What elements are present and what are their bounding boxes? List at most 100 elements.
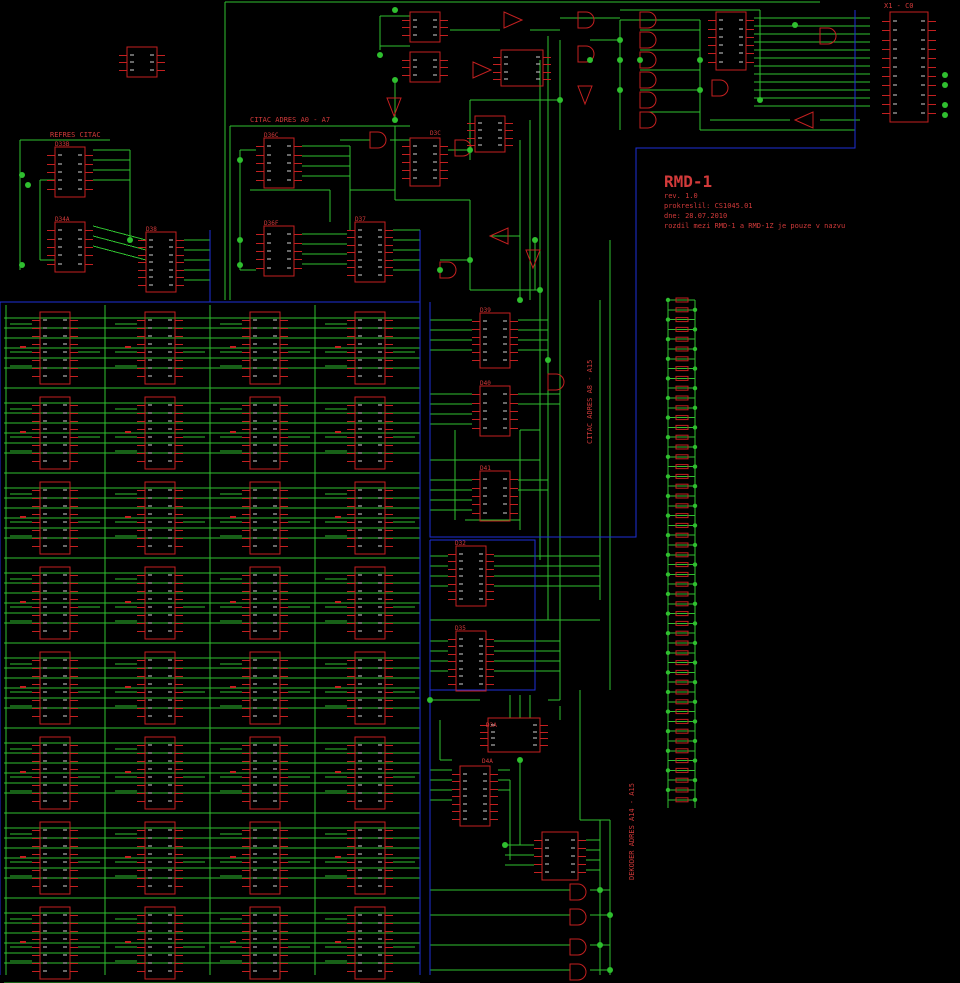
column-counter-d41 bbox=[472, 470, 518, 522]
pin-number bbox=[287, 242, 291, 244]
pin-number bbox=[253, 691, 257, 693]
chip-ref-d40: D40 bbox=[480, 380, 491, 387]
junction-dot bbox=[692, 444, 698, 450]
pin-number bbox=[43, 420, 47, 422]
pin-number bbox=[43, 505, 47, 507]
junction-dot bbox=[692, 562, 698, 567]
date-text: dne: 28.07.2010 bbox=[664, 212, 727, 220]
pin-number bbox=[168, 970, 172, 972]
memory-chip bbox=[32, 311, 78, 385]
pin-number bbox=[63, 853, 67, 855]
pin-number bbox=[358, 351, 362, 353]
pin-number bbox=[169, 261, 173, 263]
pin-number bbox=[358, 489, 362, 491]
pin-number bbox=[168, 335, 172, 337]
ladder-resistor bbox=[675, 562, 689, 568]
pin-number bbox=[358, 319, 362, 321]
pin-number bbox=[536, 63, 540, 65]
junction-dot bbox=[692, 386, 698, 391]
pin-number bbox=[253, 630, 257, 632]
pin-number bbox=[893, 94, 897, 96]
resistor-mark bbox=[20, 771, 26, 773]
pin-number bbox=[149, 269, 153, 271]
pin-number bbox=[148, 784, 152, 786]
junction-dot bbox=[665, 572, 671, 577]
pin-number bbox=[63, 489, 67, 491]
resistor-mark bbox=[335, 856, 341, 858]
pin-number bbox=[168, 744, 172, 746]
refresh-counter-d33 bbox=[47, 146, 93, 198]
ic-body bbox=[144, 651, 176, 725]
pin-number bbox=[273, 954, 277, 956]
junction-dot bbox=[942, 72, 948, 78]
pin-number bbox=[168, 784, 172, 786]
ic-body bbox=[144, 906, 176, 980]
ic-body bbox=[144, 736, 176, 810]
junction-dot bbox=[665, 631, 671, 636]
pin-number bbox=[273, 837, 277, 839]
junction-dot bbox=[517, 297, 523, 303]
pin-number bbox=[253, 489, 257, 491]
junction-dot bbox=[665, 650, 671, 655]
pin-number bbox=[149, 261, 153, 263]
pin-number bbox=[253, 606, 257, 608]
resistor-mark bbox=[335, 346, 341, 348]
pin-number bbox=[63, 545, 67, 547]
ic-body bbox=[249, 736, 281, 810]
junction-dot bbox=[942, 82, 948, 88]
pin-number bbox=[378, 667, 382, 669]
resistor-mark bbox=[335, 601, 341, 603]
pin-number bbox=[503, 478, 507, 480]
pin-number bbox=[130, 61, 134, 63]
pin-number bbox=[378, 436, 382, 438]
pin-number bbox=[273, 351, 277, 353]
pin-number bbox=[719, 44, 723, 46]
pin-number bbox=[378, 513, 382, 515]
pin-number bbox=[148, 853, 152, 855]
pin-number bbox=[433, 59, 437, 61]
pin-number bbox=[273, 922, 277, 924]
pin-number bbox=[148, 744, 152, 746]
pin-number bbox=[273, 521, 277, 523]
pin-number bbox=[433, 177, 437, 179]
pin-number bbox=[168, 521, 172, 523]
pin-number bbox=[273, 715, 277, 717]
pin-number bbox=[63, 359, 67, 361]
pin-number bbox=[58, 179, 62, 181]
pin-number bbox=[571, 839, 575, 841]
memory-chip bbox=[137, 481, 183, 555]
pin-number bbox=[168, 598, 172, 600]
resistor-mark bbox=[20, 686, 26, 688]
junction-dot bbox=[692, 405, 698, 410]
pin-number bbox=[63, 659, 67, 661]
pin-number bbox=[459, 553, 463, 555]
pin-number bbox=[253, 351, 257, 353]
chip-ref-d3a: D3A bbox=[486, 722, 497, 729]
row-counter-d36f bbox=[256, 225, 302, 277]
pin-number bbox=[43, 359, 47, 361]
pin-number bbox=[168, 497, 172, 499]
chip-ref-d37: D37 bbox=[355, 216, 366, 223]
pin-number bbox=[168, 760, 172, 762]
pin-number bbox=[273, 513, 277, 515]
pin-number bbox=[43, 428, 47, 430]
pin-number bbox=[63, 691, 67, 693]
pin-number bbox=[267, 145, 271, 147]
pin-number bbox=[43, 691, 47, 693]
pin-number bbox=[503, 393, 507, 395]
component-layer bbox=[20, 11, 936, 981]
pin-number bbox=[378, 954, 382, 956]
pin-number bbox=[168, 683, 172, 685]
column-counter-d39 bbox=[472, 312, 518, 369]
pin-number bbox=[168, 877, 172, 879]
junction-dot bbox=[692, 758, 698, 763]
pin-number bbox=[168, 715, 172, 717]
junction-dot bbox=[692, 640, 698, 646]
pin-number bbox=[483, 487, 487, 489]
pin-number bbox=[169, 276, 173, 278]
note-text: rozdil mezi RMD-1 a RMD-1Z je pouze v na… bbox=[664, 222, 845, 230]
pin-number bbox=[253, 375, 257, 377]
pin-number bbox=[491, 744, 495, 746]
pin-number bbox=[273, 327, 277, 329]
pin-number bbox=[148, 444, 152, 446]
